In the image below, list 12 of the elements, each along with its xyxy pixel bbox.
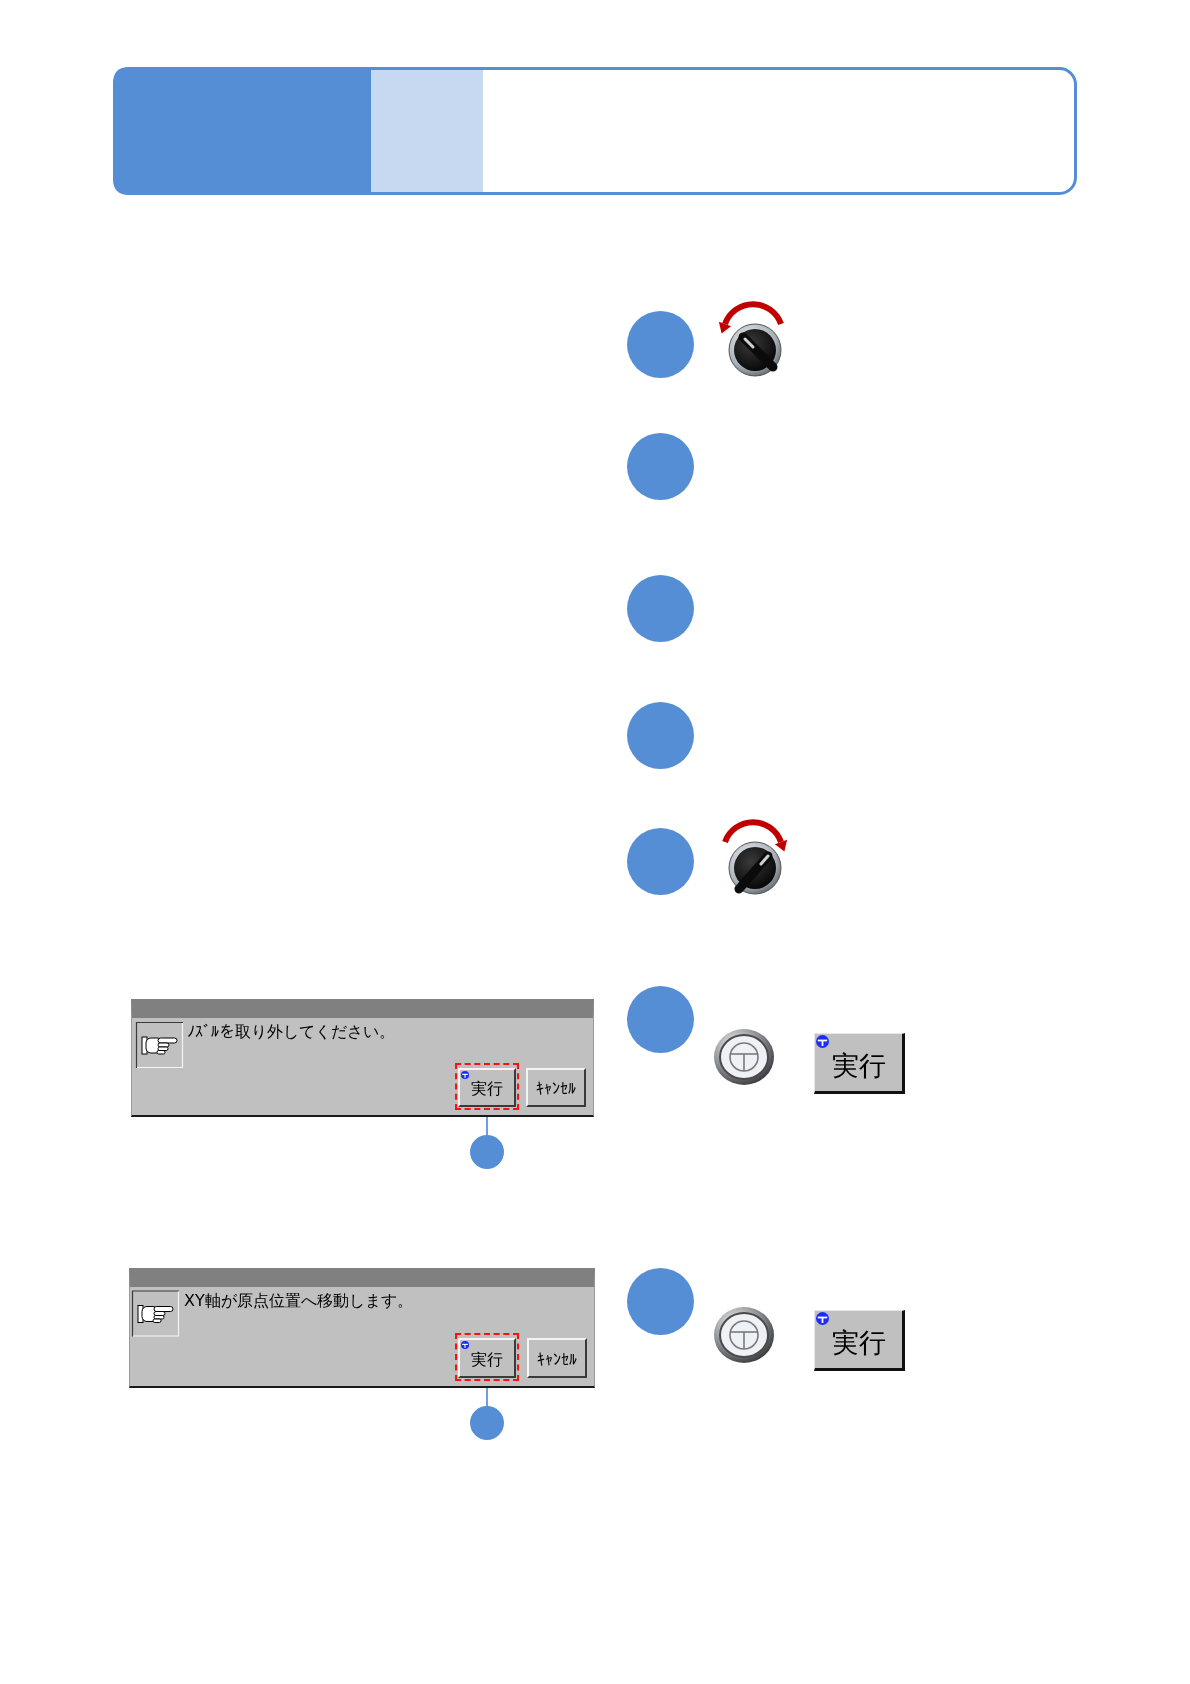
execute-button: 実行 (814, 1310, 905, 1371)
execute-button: 実行 (814, 1033, 905, 1094)
dialog-message: ﾉｽﾞﾙを取り外してください。 (187, 1022, 395, 1041)
execute-button: 実行 (458, 1338, 516, 1378)
dialog-message: XY軸が原点位置へ移動します。 (184, 1291, 413, 1310)
execute-button: 実行 (458, 1068, 516, 1107)
callout-circle (470, 1406, 504, 1440)
callout-circle (470, 1135, 504, 1169)
message-dialog (131, 999, 594, 1117)
message-dialog (129, 1268, 595, 1388)
cancel-button: ｷｬﾝｾﾙ (526, 1068, 586, 1107)
cancel-button: ｷｬﾝｾﾙ (527, 1338, 587, 1378)
